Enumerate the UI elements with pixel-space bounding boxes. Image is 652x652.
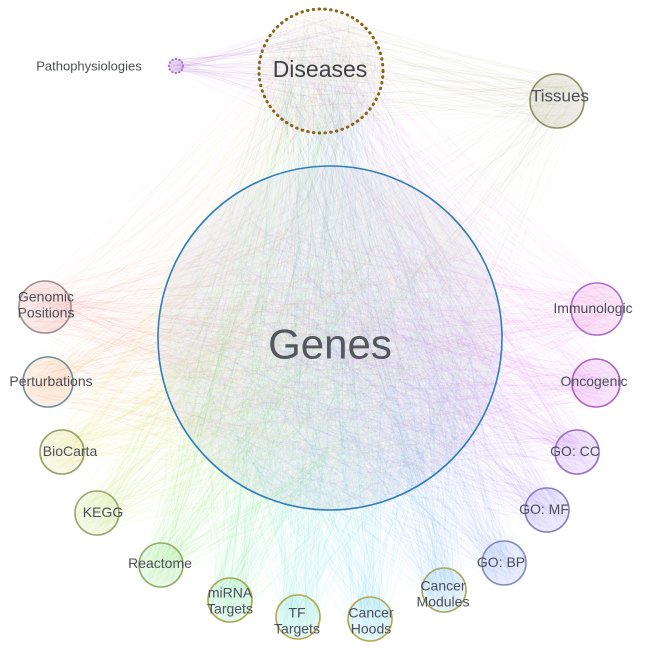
node-circle-diseases[interactable]	[257, 7, 385, 135]
node-label-go_mf[interactable]: GO: MF	[519, 501, 569, 518]
node-circle-tf_targets[interactable]	[275, 594, 321, 640]
node-label-tf_targets[interactable]: TF Targets	[274, 604, 320, 636]
node-circle-cancer_hoods[interactable]	[347, 596, 393, 642]
node-label-pathophysiologies[interactable]: Pathophysiologies	[36, 58, 142, 74]
node-label-reactome[interactable]: Reactome	[128, 555, 192, 572]
node-circle-go_cc[interactable]	[554, 429, 600, 475]
node-circle-perturbations[interactable]	[22, 356, 74, 408]
node-label-mirna_targets[interactable]: miRNA Targets	[207, 584, 253, 616]
node-label-tissues[interactable]: Tissues	[531, 86, 589, 106]
node-circle-tissues[interactable]	[529, 73, 585, 129]
node-label-oncogenic[interactable]: Oncogenic	[560, 373, 628, 390]
node-label-diseases[interactable]: Diseases	[272, 56, 368, 83]
node-circle-reactome[interactable]	[138, 542, 184, 588]
node-label-genes[interactable]: Genes	[268, 320, 392, 368]
node-label-kegg[interactable]: KEGG	[82, 504, 124, 521]
node-circle-cancer_modules[interactable]	[421, 567, 467, 613]
node-circle-go_bp[interactable]	[481, 540, 527, 586]
node-circle-immunologic[interactable]	[570, 282, 624, 336]
node-circle-go_mf[interactable]	[524, 487, 570, 533]
node-label-perturbations[interactable]: Perturbations	[9, 373, 93, 390]
node-label-go_cc[interactable]: GO: CC	[550, 443, 600, 460]
node-label-cancer_modules[interactable]: Cancer Modules	[416, 577, 470, 609]
node-circle-kegg[interactable]	[74, 490, 120, 536]
node-label-immunologic[interactable]: Immunologic	[553, 300, 633, 317]
node-circle-biocarta[interactable]	[39, 429, 85, 475]
node-circle-pathophysiologies[interactable]	[168, 58, 184, 74]
node-circle-mirna_targets[interactable]	[207, 577, 253, 623]
node-circle-genomic_positions[interactable]	[18, 280, 72, 334]
node-label-biocarta[interactable]: BioCarta	[42, 443, 98, 460]
node-label-go_bp[interactable]: GO: BP	[476, 554, 526, 571]
node-circle-oncogenic[interactable]	[571, 358, 621, 408]
node-label-cancer_hoods[interactable]: Cancer Hoods	[348, 604, 394, 636]
node-circle-genes[interactable]	[157, 165, 503, 511]
node-label-genomic_positions[interactable]: Genomic Positions	[17, 288, 75, 320]
